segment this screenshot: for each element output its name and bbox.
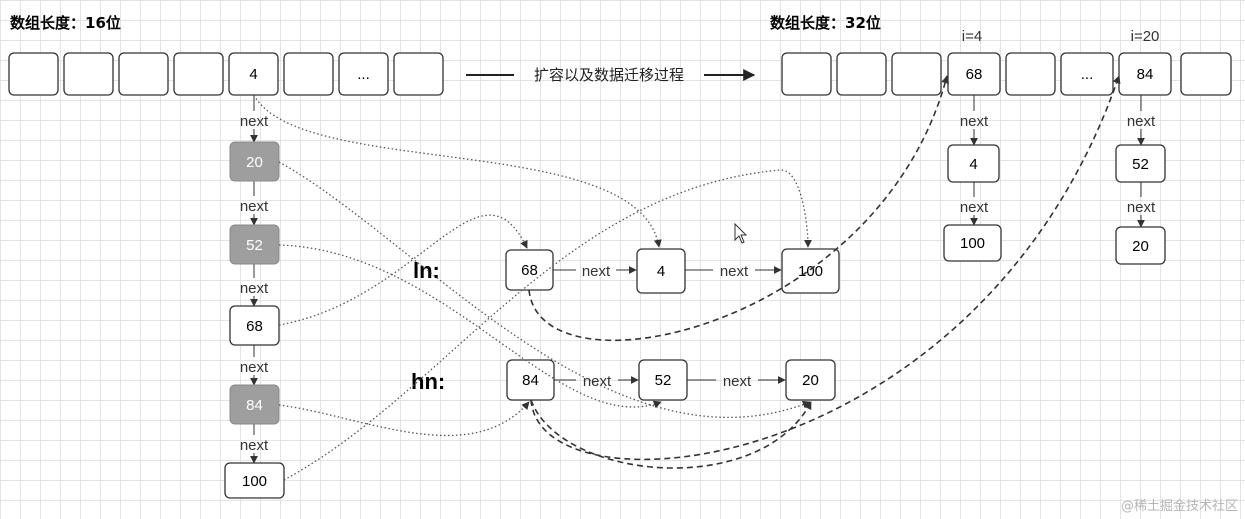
new-array-slot-text: ... [1081, 66, 1094, 83]
curve-hn-to-i20 [530, 75, 1121, 461]
new-array-slot [1060, 52, 1114, 96]
hn-node-text: 52 [655, 372, 672, 389]
old-chain-node-20 [229, 141, 280, 182]
next-label: next [582, 263, 611, 280]
old-array-slot [173, 52, 224, 96]
index-label-i4: i=4 [962, 28, 982, 45]
hn-label: hn: [411, 369, 445, 394]
dashed-head-curves [528, 75, 1121, 469]
next-label: next [720, 263, 749, 280]
next-label: next [240, 280, 269, 297]
curve-100-to-ln100 [283, 169, 812, 481]
hn-chain: 84 52 20 [506, 359, 836, 401]
old-array-slot [338, 52, 389, 96]
next-label: next [1127, 199, 1156, 216]
new-array-slot-text: 68 [966, 66, 983, 83]
old-chain-node-text: 100 [242, 473, 267, 490]
old-chain: 20 52 68 84 100 [224, 141, 285, 499]
next-label: next [583, 373, 612, 390]
new-array-slot [781, 52, 832, 96]
curve-ln-to-i4 [528, 75, 950, 342]
old-chain-node-68 [229, 305, 280, 346]
new-chain-i20-node-text: 52 [1132, 156, 1149, 173]
old-array-slot [8, 52, 59, 96]
old-array-slot [393, 52, 444, 96]
curve-68-to-ln68 [278, 214, 528, 326]
next-label: next [960, 199, 989, 216]
old-array-slot [63, 52, 114, 96]
next-label: next [960, 113, 989, 130]
new-chain-i4-node-text: 4 [969, 156, 977, 173]
old-chain-node-52 [229, 224, 280, 265]
new-array-slot-text: 84 [1137, 66, 1154, 83]
new-chain-i20-node-20 [1115, 226, 1166, 265]
next-label: next [240, 198, 269, 215]
old-array-slot [283, 52, 334, 96]
next-label: next [240, 359, 269, 376]
hn-node-20 [785, 359, 836, 401]
old-chain-node-84 [229, 384, 280, 425]
curve-52-to-hn52 [278, 244, 662, 409]
dotted-migration-curves [253, 94, 812, 481]
new-array-slot [1180, 52, 1232, 96]
new-array-slot [891, 52, 942, 96]
new-array-slot [1005, 52, 1056, 96]
next-label: next [240, 437, 269, 454]
new-chain-i4-node-text: 100 [960, 235, 985, 252]
new-chain-i4-node-100 [943, 224, 1002, 262]
ln-node-text: 68 [521, 262, 538, 279]
new-chain-i20: 52 20 [1115, 95, 1166, 265]
next-label: next [723, 373, 752, 390]
old-chain-node-100 [224, 462, 285, 499]
next-label: next [1127, 113, 1156, 130]
old-array: 4 ... [8, 52, 444, 96]
watermark: @稀土掘金技术社区 [1121, 498, 1238, 514]
old-chain-node-text: 20 [246, 154, 263, 171]
migration-label: 扩容以及数据迁移过程 [534, 66, 684, 84]
new-chain-i20-node-text: 20 [1132, 238, 1149, 255]
ln-node-text: 4 [657, 263, 665, 280]
old-chain-node-text: 68 [246, 318, 263, 335]
ln-node-100 [781, 248, 840, 294]
curve-84-to-hn84 [278, 401, 530, 437]
ln-chain: 68 4 100 [505, 248, 840, 294]
ln-node-text: 100 [798, 263, 823, 280]
new-array: 68 ... 84 [781, 52, 1232, 96]
cursor-icon [734, 222, 748, 244]
curve-4-to-ln4 [253, 94, 662, 248]
old-array-slot [118, 52, 169, 96]
index-label-i20: i=20 [1131, 28, 1160, 45]
new-array-slot [836, 52, 887, 96]
new-chain-i4: 4 100 [943, 95, 1002, 262]
old-chain-node-text: 84 [246, 397, 263, 414]
old-array-slot-text: ... [357, 66, 370, 83]
hn-node-text: 84 [522, 372, 539, 389]
ln-node-4 [636, 248, 686, 294]
next-label: next [240, 113, 269, 130]
hn-node-text: 20 [802, 372, 819, 389]
curve-hn-to-20 [530, 399, 812, 469]
old-array-slot-text: 4 [249, 66, 257, 83]
ln-label: ln: [413, 258, 440, 283]
old-chain-node-text: 52 [246, 237, 263, 254]
old-array-title: 数组长度：16位 [10, 14, 121, 32]
new-array-slot [1118, 52, 1172, 96]
new-array-title: 数组长度：32位 [770, 14, 881, 32]
